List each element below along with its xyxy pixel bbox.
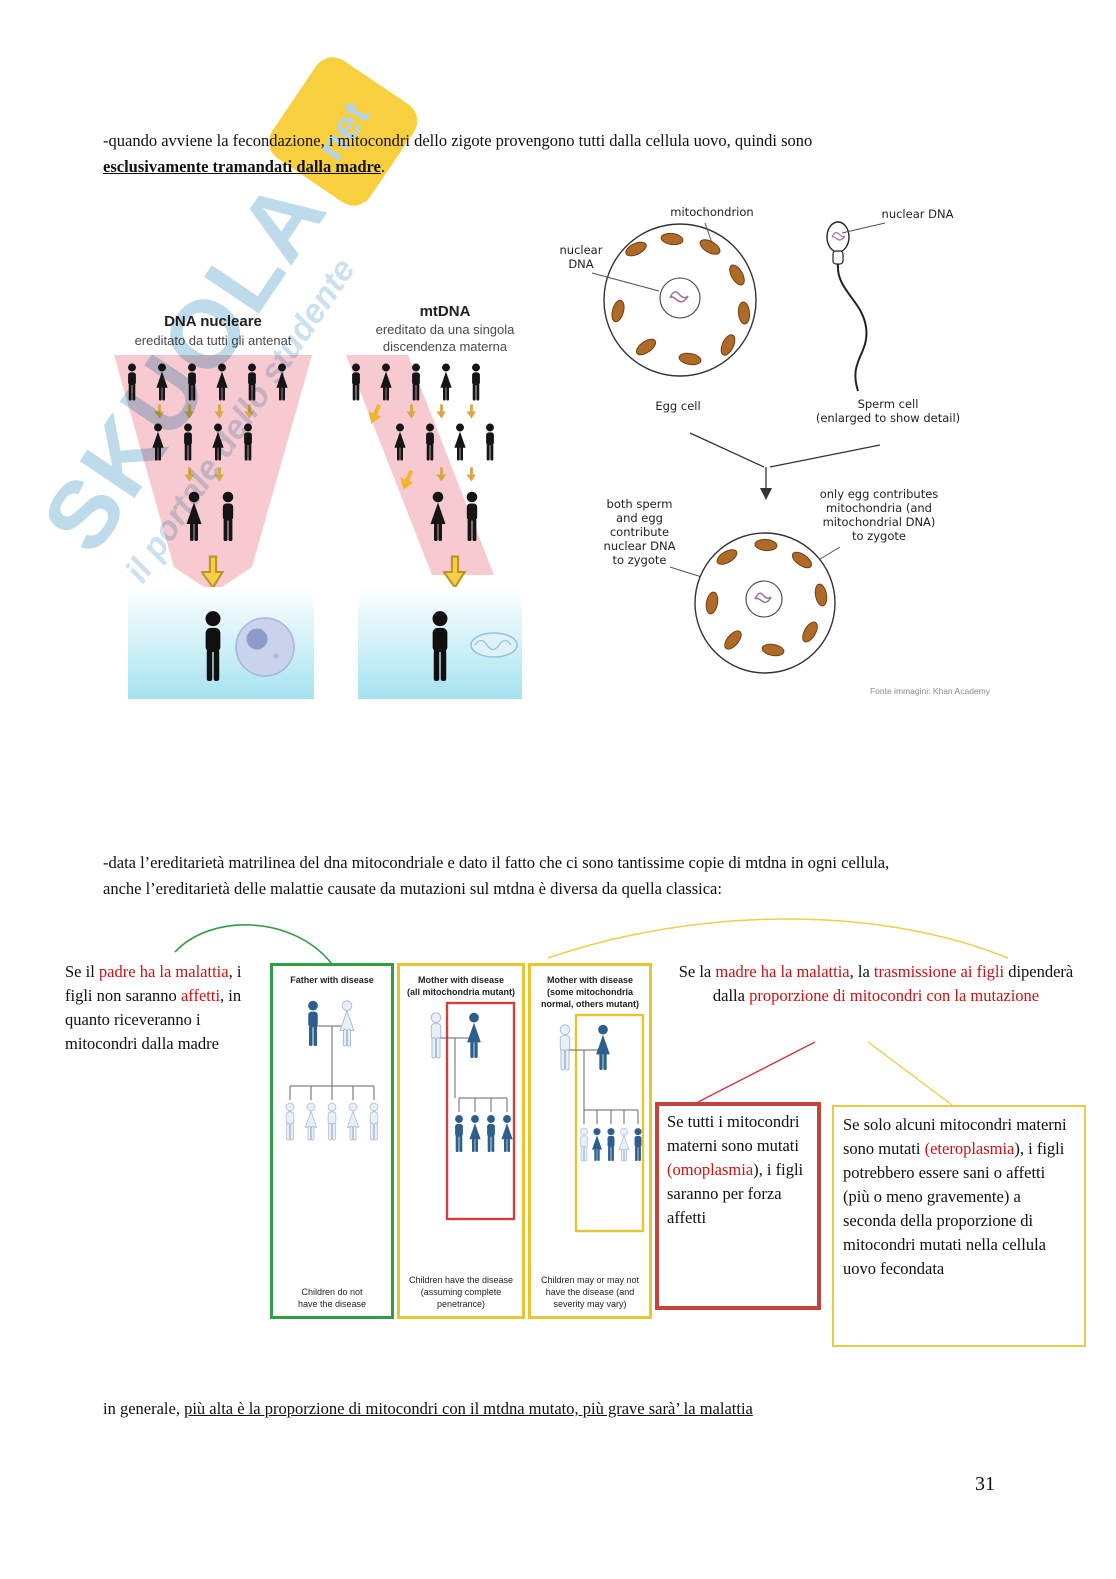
nuclear-dna-title: DNA nucleare <box>164 313 262 330</box>
intro-paragraph: -quando avviene la fecondazione, i mitoc… <box>103 128 1033 180</box>
label-mitochondrion: mitochondrion <box>670 205 754 219</box>
father-note-seg5: , in quanto riceveranno i mitocondri dal… <box>65 986 242 1053</box>
label-egg-cell: Egg cell <box>655 399 701 413</box>
panel1-pedigree-graphic <box>285 1000 379 1141</box>
intro-line1: -quando avviene la fecondazione, i mitoc… <box>103 131 813 150</box>
mother-note-seg3: , la <box>849 962 874 981</box>
father-note-seg1: Se il <box>65 962 99 981</box>
nuclear-dna-subtitle: ereditato da tutti gli antenat <box>134 333 292 348</box>
mother-note-seg4: trasmissione ai figli <box>873 962 1005 981</box>
mtdna-inheritance-paragraph: -data l’ereditarietà matrilinea del dna … <box>103 850 1043 902</box>
pedigree-panel-mother-homoplasmy: Mother with disease (all mitochondria mu… <box>397 963 525 1319</box>
omoplasmia-seg3: ), i figli saranno per forza affetti <box>667 1160 804 1227</box>
omoplasmia-box: Se tutti i mitocondri materni sono mutat… <box>655 1102 821 1310</box>
mother-note-seg5: dipenderà dalla <box>712 962 1074 1005</box>
eteroplasmia-seg3: ), i figli potrebbero essere sani o affe… <box>843 1139 1065 1278</box>
pedigree-panel-father: Father with disease Children do not have… <box>270 963 394 1319</box>
conclusion-prefix: in generale, <box>103 1399 185 1418</box>
panel2-header: Mother with disease (all mitochondria mu… <box>407 975 515 997</box>
mother-note: Se la madre ha la malattia, la trasmissi… <box>672 960 1080 1008</box>
label-both-contribute: both sperm and egg contribute nuclear DN… <box>603 497 676 567</box>
eteroplasmia-seg2: (eteroplasmia <box>924 1139 1015 1158</box>
father-note-seg3: , i figli non saranno <box>65 962 242 1005</box>
inheritance-funnels-graphic <box>114 355 522 699</box>
omoplasmia-seg2: (omoplasmia <box>667 1160 754 1179</box>
father-note: Se il padre ha la malattia, i figli non … <box>65 960 243 1056</box>
panel2-pedigree-graphic <box>430 1001 516 1221</box>
label-sperm-cell: Sperm cell (enlarged to show detail) <box>815 397 961 425</box>
mother-note-seg1: Se la <box>678 962 716 981</box>
eteroplasmia-box: Se solo alcuni mitocondri materni sono m… <box>832 1105 1086 1347</box>
mother-note-seg2: madre ha la malattia <box>715 962 850 981</box>
image-credit: Fonte immagini: Khan Academy <box>869 686 990 696</box>
conclusion-underlined: più alta è la proporzione di mitocondri … <box>184 1399 753 1418</box>
intro-bold-underline: esclusivamente tramandati dalla madre <box>103 157 381 176</box>
father-note-seg4: affetti <box>180 986 221 1005</box>
mother-note-seg6: proporzione di mitocondri con la mutazio… <box>749 986 1040 1005</box>
intro-period: . <box>380 157 386 176</box>
father-note-seg2: padre ha la malattia <box>98 962 229 981</box>
conclusion-line: in generale, più alta è la proporzione d… <box>103 1396 1043 1422</box>
label-nuclear-dna-egg: nuclear DNA <box>559 243 603 271</box>
eteroplasmia-seg1: Se solo alcuni mitocondri materni sono m… <box>843 1115 1067 1158</box>
panel3-caption: Children may or may not have the disease… <box>540 1275 640 1309</box>
label-nuclear-dna-sperm: nuclear DNA <box>881 207 954 221</box>
panel3-header: Mother with disease (some mitochondria n… <box>540 975 639 1009</box>
omoplasmia-seg1: Se tutti i mitocondri materni sono mutat… <box>667 1112 800 1155</box>
panel3-pedigree-graphic <box>559 1013 645 1233</box>
page-number: 31 <box>975 1473 995 1495</box>
figure-egg-sperm: nuclear DNA mitochondrion nuclear DNA Eg… <box>540 195 1000 715</box>
panel2-caption: Children have the disease (assuming comp… <box>408 1275 514 1309</box>
egg-sperm-graphic <box>591 221 886 674</box>
para2-line2: anche l’ereditarietà delle malattie caus… <box>103 879 722 898</box>
para2-line1: -data l’ereditarietà matrilinea del dna … <box>103 853 890 872</box>
pedigree-panel-mother-heteroplasmy: Mother with disease (some mitochondria n… <box>528 963 652 1319</box>
mtdna-title: mtDNA <box>419 303 471 320</box>
mtdna-subtitle: ereditato da una singola discendenza mat… <box>375 322 515 354</box>
figure-inheritance-funnels: DNA nucleare ereditato da tutti gli ante… <box>100 195 540 715</box>
label-only-egg: only egg contributes mitochondria (and m… <box>819 487 939 543</box>
panel1-caption: Children do not have the disease <box>297 1287 367 1309</box>
panel1-header: Father with disease <box>290 975 374 985</box>
